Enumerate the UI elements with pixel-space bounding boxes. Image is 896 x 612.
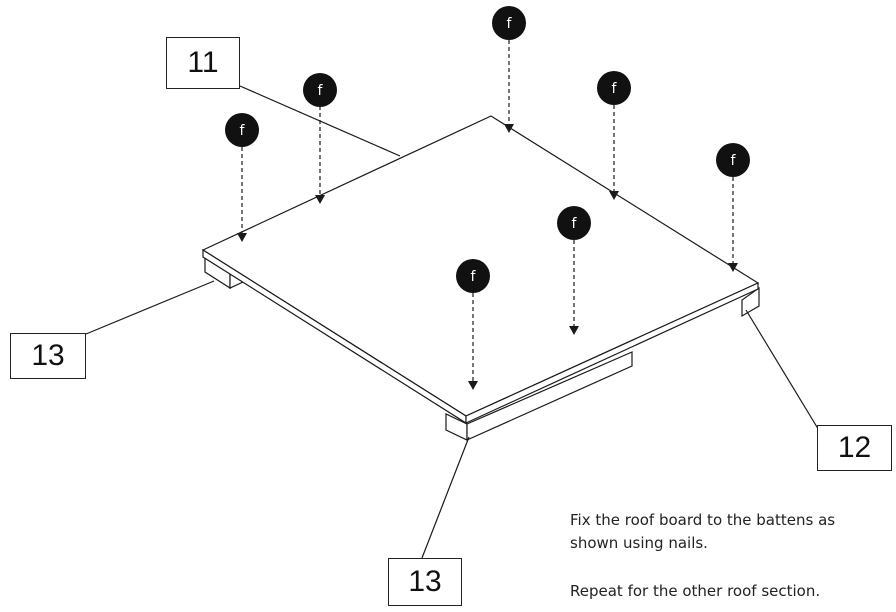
part-label-text: 11 — [187, 46, 219, 79]
batten-right — [741, 286, 760, 318]
part-label-text: 13 — [31, 339, 65, 372]
fastener-label: f — [507, 16, 513, 32]
fastener-circle — [225, 113, 259, 147]
arrowhead-7 — [468, 381, 478, 390]
part-label-text: 13 — [408, 565, 442, 598]
fastener-5: f — [716, 143, 750, 177]
arrowhead-5 — [728, 263, 738, 272]
fastener-4: f — [597, 71, 631, 105]
part-label-13-left: 13 — [10, 333, 86, 379]
fastener-label: f — [471, 269, 477, 285]
fastener-label: f — [731, 153, 737, 169]
arrowhead-6 — [569, 326, 579, 335]
arrowhead-3 — [237, 233, 247, 242]
instruction-line-1: Fix the roof board to the battens as — [570, 511, 836, 529]
fastener-circle — [303, 73, 337, 107]
arrowheads — [237, 124, 738, 390]
fastener-circle — [456, 259, 490, 293]
arrowhead-1 — [504, 124, 514, 133]
fastener-circle — [557, 206, 591, 240]
fastener-2: f — [303, 73, 337, 107]
fastener-circle — [492, 6, 526, 40]
fastener-label: f — [318, 83, 324, 99]
fastener-label: f — [612, 81, 618, 97]
leader-12 — [745, 309, 821, 433]
board-right-edge — [465, 282, 759, 424]
part-label-12: 12 — [817, 425, 892, 471]
fastener-7: f — [456, 259, 490, 293]
part-label-13-front: 13 — [388, 558, 462, 606]
instruction-line-3: Repeat for the other roof section. — [570, 582, 821, 600]
part-label-11: 11 — [166, 37, 240, 89]
instruction-line-2: shown using nails. — [570, 534, 708, 552]
leader-13-left — [85, 280, 215, 335]
nail-arrows — [241, 40, 734, 381]
arrowhead-4 — [609, 191, 619, 200]
fastener-label: f — [572, 216, 578, 232]
fastener-6: f — [557, 206, 591, 240]
batten-front-side — [466, 351, 633, 441]
leader-lines — [85, 85, 821, 559]
part-label-text: 12 — [837, 431, 872, 464]
fastener-3: f — [225, 113, 259, 147]
instruction-repeat: Repeat for the other roof section. — [570, 580, 896, 603]
instruction-fix: Fix the roof board to the battens as sho… — [570, 509, 896, 555]
leader-13-front — [421, 436, 470, 559]
fasteners: f f f f f f f — [225, 6, 750, 293]
fastener-1: f — [492, 6, 526, 40]
fastener-circle — [597, 71, 631, 105]
fastener-circle — [716, 143, 750, 177]
arrowhead-2 — [315, 195, 325, 204]
fastener-label: f — [240, 123, 246, 139]
